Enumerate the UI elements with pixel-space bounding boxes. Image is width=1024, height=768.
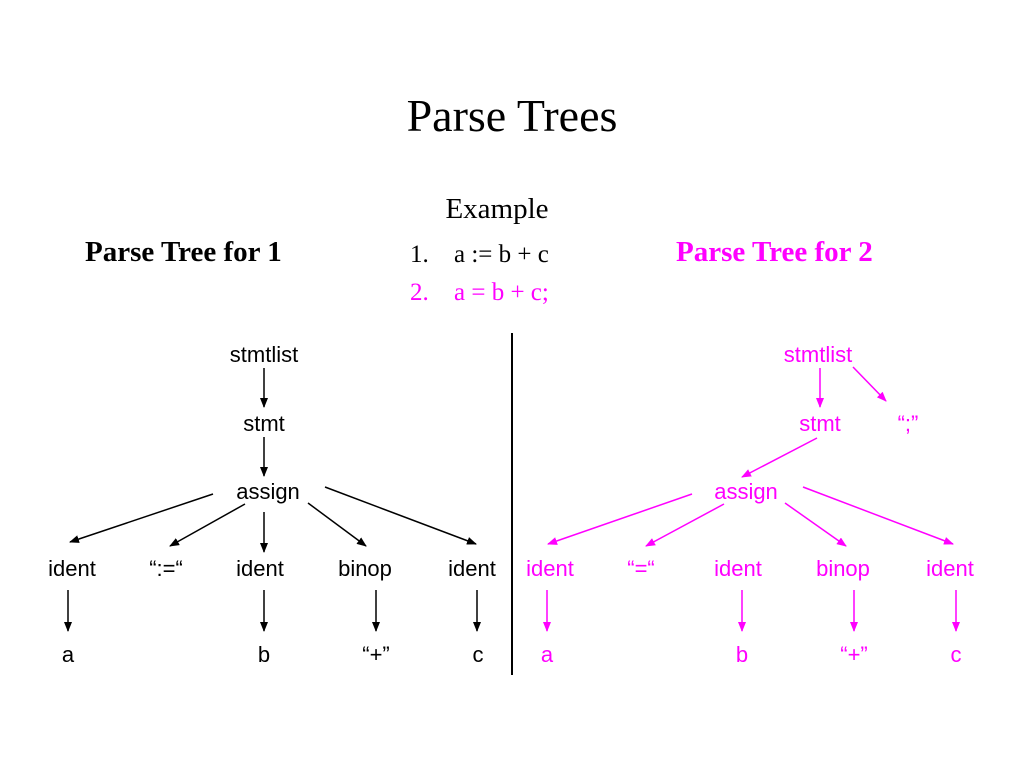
tree1-node-assign: assign — [236, 479, 300, 504]
tree1-node-ident-a: ident — [48, 556, 96, 581]
tree2-edge-assign-ident-c — [802, 486, 954, 545]
tree2-edge-stmt-assign — [741, 437, 818, 478]
tree1-leaf-plus: “+” — [362, 642, 390, 667]
tree2-node-semicolon: “;” — [898, 411, 919, 436]
tree1-leaf-c: c — [473, 642, 484, 667]
example-item-1-text: a := b + c — [454, 241, 549, 268]
tree2-nodes: stmtlist stmt “;” assign ident “=“ ident… — [526, 342, 974, 667]
tree2-leaf-c: c — [951, 642, 962, 667]
tree1-edge-assign-binop — [307, 502, 367, 547]
tree2-edge-stmtlist-semicolon — [852, 366, 887, 402]
tree2-edge-assign-binop — [784, 502, 847, 547]
tree2-edges — [543, 366, 960, 632]
tree2-leaf-a: a — [541, 642, 554, 667]
tree2-node-binop: binop — [816, 556, 870, 581]
tree1-node-stmtlist: stmtlist — [230, 342, 298, 367]
tree1-leaf-a: a — [62, 642, 75, 667]
example-item-2-text: a = b + c; — [454, 279, 549, 306]
tree2-edge-assign-ident-a — [547, 493, 693, 545]
example-label: Example — [445, 193, 549, 225]
tree1-edge-assign-ident-c — [324, 486, 477, 545]
tree2-leaf-plus: “+” — [840, 642, 868, 667]
tree1-heading: Parse Tree for 1 — [85, 236, 282, 268]
tree1-node-assign-op: “:=“ — [149, 556, 183, 581]
tree2-node-stmt: stmt — [799, 411, 841, 436]
tree1-edge-assign-op — [169, 503, 246, 547]
tree2-edge-assign-op — [645, 503, 725, 547]
tree2-node-stmtlist: stmtlist — [784, 342, 852, 367]
tree2-heading: Parse Tree for 2 — [676, 236, 873, 268]
tree1-node-binop: binop — [338, 556, 392, 581]
tree2-node-ident-a: ident — [526, 556, 574, 581]
tree1-edge-assign-ident-a — [69, 493, 214, 543]
tree1-edges — [64, 368, 481, 632]
tree2-node-ident-b: ident — [714, 556, 762, 581]
page-title: Parse Trees — [406, 90, 618, 141]
tree2-node-assign-op: “=“ — [627, 556, 655, 581]
example-item-2-number: 2. — [410, 279, 429, 306]
tree2-leaf-b: b — [736, 642, 748, 667]
tree1-nodes: stmtlist stmt assign ident “:=“ ident bi… — [48, 342, 496, 667]
tree2-node-assign: assign — [714, 479, 778, 504]
tree1-node-ident-b: ident — [236, 556, 284, 581]
example-item-1-number: 1. — [410, 241, 429, 268]
tree2-node-ident-c: ident — [926, 556, 974, 581]
tree1-leaf-b: b — [258, 642, 270, 667]
tree1-node-ident-c: ident — [448, 556, 496, 581]
tree1-node-stmt: stmt — [243, 411, 285, 436]
